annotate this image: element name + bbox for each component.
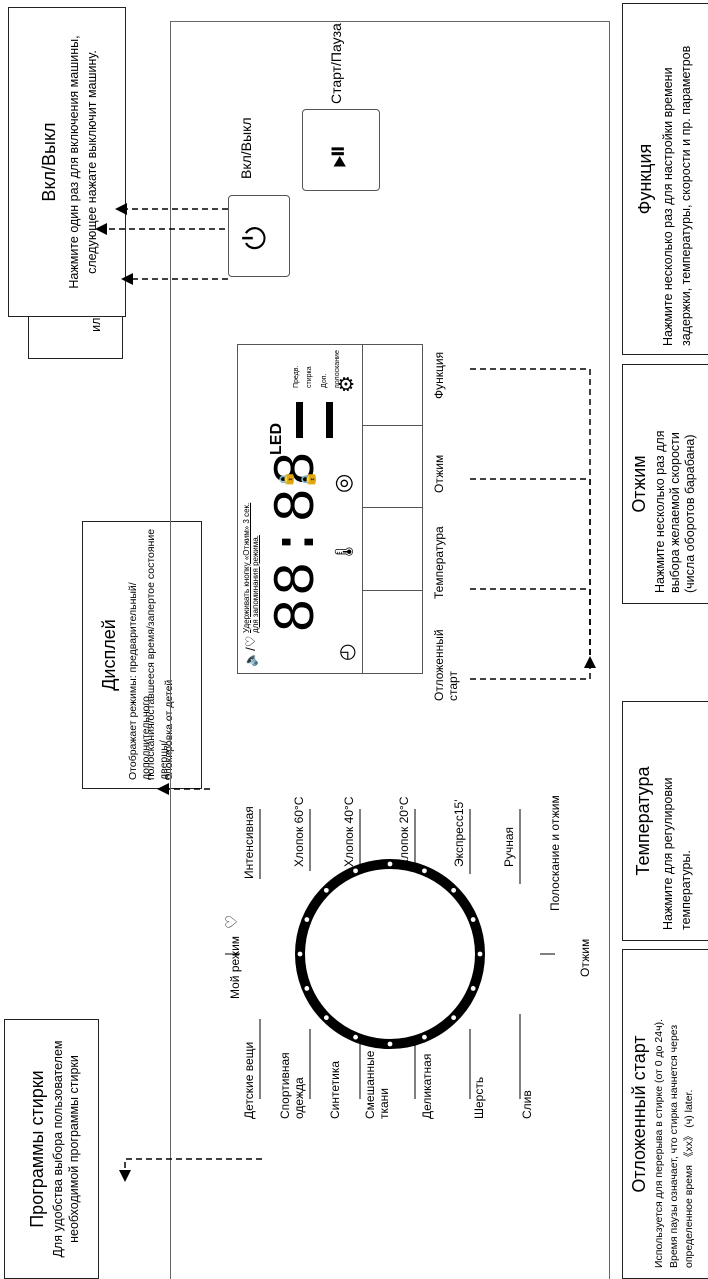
program-dial[interactable] [215, 779, 575, 1129]
dial-dot [422, 868, 427, 874]
dial-dot [304, 986, 310, 991]
dial-dot [451, 1015, 457, 1021]
dial-dot [353, 1034, 358, 1040]
dial-dot [422, 1034, 427, 1040]
dial-dot [353, 868, 358, 874]
dial-dot [477, 951, 483, 957]
dial-dot [304, 917, 310, 922]
dial-dot [297, 951, 303, 957]
dial-dot [387, 861, 393, 867]
dial-dot [470, 986, 476, 991]
dial-dot [470, 917, 476, 922]
dial-dot [387, 1041, 393, 1047]
dial-dot [323, 887, 329, 893]
dial-dot [451, 887, 457, 893]
dial-dot [323, 1015, 329, 1021]
